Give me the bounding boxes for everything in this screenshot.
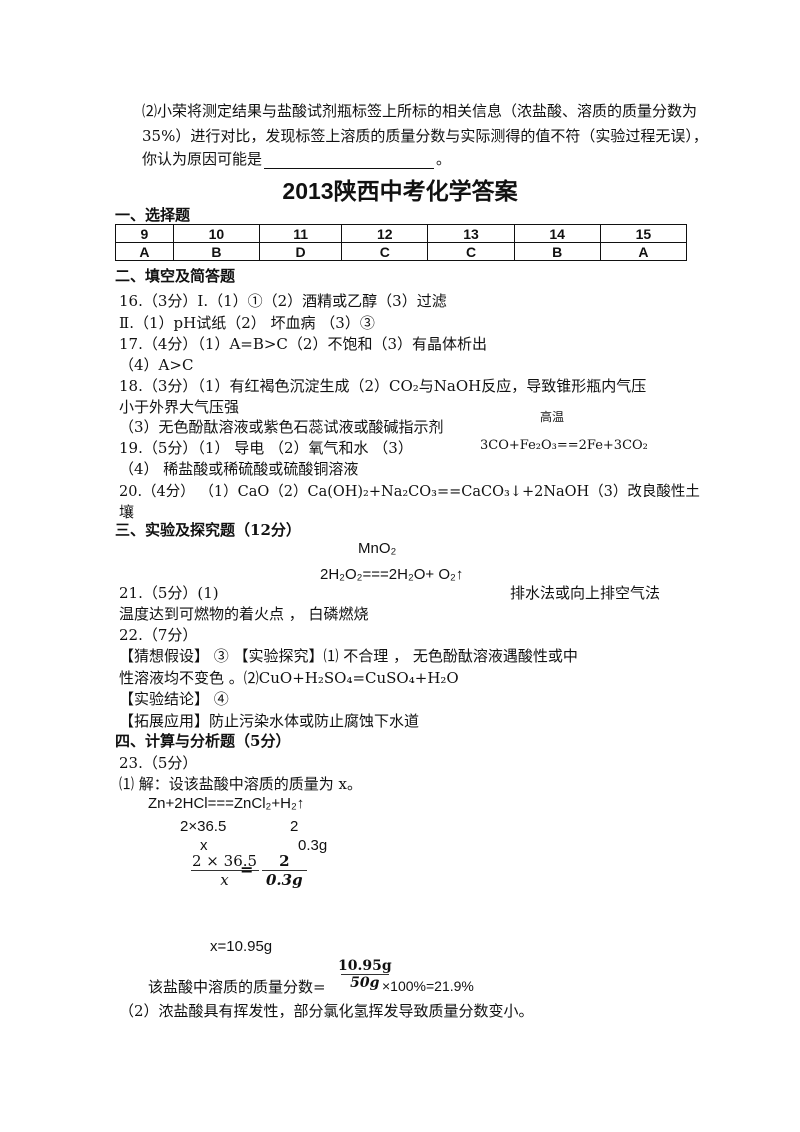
q23-step-1: ⑴ 解：设该盐酸中溶质的质量为 x。 [119, 775, 362, 793]
hydrogen-mass: 0.3g [298, 837, 328, 854]
q17-line-2: （4）A>C [119, 356, 194, 374]
answer-table: 9 10 11 12 13 14 15 A B D C C B A [115, 224, 688, 261]
fraction-numerator: 2 [279, 852, 290, 870]
fraction-denominator: 50g [340, 974, 389, 991]
table-cell: 14 [513, 224, 601, 243]
section-1-heading: 一、选择题 [115, 206, 191, 224]
table-cell: B [172, 242, 261, 261]
intro-line-3: 你认为原因可能是 。 [142, 148, 451, 169]
q18-line-2: 小于外界大气压强 [119, 398, 240, 416]
q20-line-2: 壤 [119, 503, 135, 521]
molar-mass-h2: 2 [290, 818, 299, 835]
intro-line-1: ⑵小荣将测定结果与盐酸试剂瓶标签上所标的相关信息（浓盐酸、溶质的质量分数为 [142, 102, 698, 120]
mass-fraction-result: ×100%=21.9% [382, 978, 474, 994]
q16-line-2: Ⅱ.（1）pH试纸（2） 坏血病 （3）③ [119, 314, 375, 332]
q19-line-2: （4） 稀盐酸或稀硫酸或硫酸铜溶液 [119, 460, 359, 478]
table-cell: C [427, 242, 515, 261]
molar-mass-hcl: 2×36.5 [180, 818, 227, 835]
table-cell: 13 [427, 224, 515, 243]
proportion-fraction-right: 2 0.3g [262, 852, 307, 889]
q22-heading: 22.（7分） [119, 626, 198, 644]
q22-line-2: 性溶液均不变色 。⑵CuO+H₂SO₄=CuSO₄+H₂O [119, 669, 459, 687]
fraction-numerator: 2 × 36.5 [192, 852, 258, 870]
intro-line-2: 35%）进行对比，发现标签上溶质的质量分数与实际测得的值不符（实验过程无误）， [142, 127, 708, 145]
table-cell: A [115, 242, 174, 261]
decomposition-equation: 2H₂O₂===2H₂O+ O₂↑ [320, 566, 464, 583]
table-row-numbers: 9 10 11 12 13 14 15 [115, 224, 688, 243]
mass-fraction-fraction: 10.95g 50g [334, 958, 396, 991]
table-cell: B [513, 242, 601, 261]
fraction-denominator: 0.3g [262, 870, 307, 889]
table-cell: A [599, 242, 688, 261]
page-title: 2013陕西中考化学答案 [282, 178, 518, 204]
q21-line-2: 温度达到可燃物的着火点 ， 白磷燃烧 [119, 605, 369, 623]
section-2-heading: 二、填空及简答题 [115, 267, 236, 285]
intro-line-3-text: 你认为原因可能是 [142, 150, 263, 168]
table-row-answers: A B D C C B A [115, 242, 688, 261]
table-cell: 11 [259, 224, 343, 243]
table-cell: 12 [341, 224, 429, 243]
equals-sign: = [240, 860, 254, 879]
unknown-mass: x [200, 837, 208, 854]
section-4-heading: 四、计算与分析题（5分） [115, 732, 291, 750]
q23-heading: 23.（5分） [119, 754, 198, 772]
section-3-heading: 三、实验及探究题（12分） [115, 521, 301, 539]
q18-line-1: 18.（3分）（1）有红褐色沉淀生成（2）CO₂与NaOH反应，导致锥形瓶内气压 [119, 377, 647, 395]
intro-line-3-end: 。 [436, 150, 452, 168]
q19-equation: 3CO+Fe₂O₃==2Fe+3CO₂ [480, 438, 648, 453]
fraction-denominator: x [190, 870, 259, 889]
x-result: x=10.95g [210, 938, 273, 955]
q22-line-4: 【拓展应用】防止污染水体或防止腐蚀下水道 [119, 712, 420, 730]
table-cell: C [341, 242, 429, 261]
q19-line-1: 19.（5分）（1） 导电 （2）氧气和水 （3） [119, 439, 413, 457]
answer-blank [264, 154, 435, 169]
q21-collection-method: 排水法或向上排空气法 [510, 584, 661, 602]
q20-line-1: 20.（4分） （1）CaO（2）Ca(OH)₂+Na₂CO₃==CaCO₃↓+… [119, 484, 700, 500]
q22-line-1: 【猜想假设】 ③ 【实验探究】⑴ 不合理 ， 无色酚酞溶液遇酸性或中 [119, 647, 578, 665]
q23-step-2: （2）浓盐酸具有挥发性，部分氯化氢挥发导致质量分数变小。 [119, 1002, 534, 1020]
q21-line-1: 21.（5分）(1) [119, 584, 219, 602]
fraction-numerator: 10.95g [338, 958, 392, 974]
high-temp-label: 高温 [540, 410, 565, 424]
reaction-equation: Zn+2HCl===ZnCl₂+H₂↑ [148, 795, 305, 812]
table-cell: 10 [172, 224, 261, 243]
catalyst-label: MnO₂ [358, 540, 397, 557]
table-cell: 9 [115, 224, 174, 243]
mass-fraction-label: 该盐酸中溶质的质量分数= [148, 978, 326, 996]
proportion-fraction-left: 2 × 36.5 x [188, 852, 261, 889]
table-cell: D [259, 242, 343, 261]
q18-line-3: （3）无色酚酞溶液或紫色石蕊试液或酸碱指示剂 [119, 418, 444, 436]
q16-line-1: 16.（3分）Ⅰ.（1）①（2）酒精或乙醇（3）过滤 [119, 292, 447, 310]
q22-line-3: 【实验结论】 ④ [119, 690, 229, 708]
q17-line-1: 17.（4分）（1）A=B>C（2）不饱和（3）有晶体析出 [119, 335, 487, 353]
table-cell: 15 [599, 224, 688, 243]
